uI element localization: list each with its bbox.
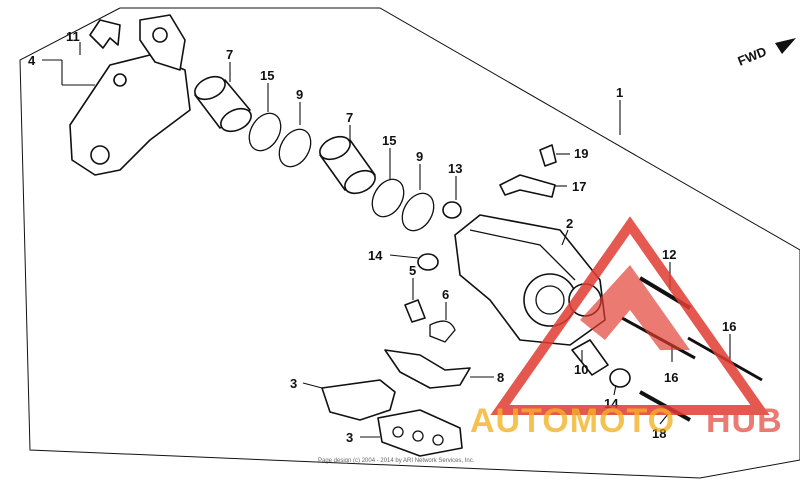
- callout-17: 17: [572, 179, 586, 194]
- callout-16a: 16: [722, 319, 736, 334]
- brake-pad-lower: [377, 409, 463, 457]
- hose-joint: [429, 320, 456, 343]
- sleeve-spacer: [571, 339, 609, 376]
- callout-6: 6: [442, 287, 449, 302]
- piston-upper: [194, 75, 252, 133]
- callout-13: 13: [448, 161, 462, 176]
- callout-3b: 3: [346, 430, 353, 445]
- callout-7b: 7: [346, 110, 353, 125]
- callouts: 1 2 3 3 4 5 6 7 7 8 9 9 10 11 12 13 14 1…: [28, 29, 736, 445]
- callout-10: 10: [574, 362, 588, 377]
- callout-16b: 16: [664, 370, 678, 385]
- callout-4: 4: [28, 53, 36, 68]
- watermark-brand-part2: HUB: [706, 402, 783, 440]
- pad-retainer-clip: [89, 19, 121, 49]
- dust-seal-upper: [248, 112, 282, 152]
- caliper-body: [454, 214, 606, 346]
- callout-18: 18: [652, 426, 666, 441]
- brake-pad-upper: [321, 379, 396, 421]
- callout-9b: 9: [416, 149, 423, 164]
- callout-5: 5: [409, 263, 416, 278]
- sleeve-boot: [609, 368, 631, 388]
- callout-2: 2: [566, 216, 573, 231]
- watermark: AUTOMOTO HUB: [470, 216, 783, 440]
- pad-spring-bolt: [539, 144, 557, 167]
- piston-seal-upper: [278, 128, 312, 168]
- watermark-brand-part1: AUTOMOTO: [470, 402, 675, 440]
- callout-12: 12: [662, 247, 676, 262]
- callout-15a: 15: [260, 68, 274, 83]
- forward-direction-indicator: FWD: [736, 38, 796, 69]
- forward-label: FWD: [736, 44, 769, 69]
- callout-1: 1: [616, 85, 623, 100]
- caliper-bracket: [69, 14, 191, 176]
- callout-14a: 14: [368, 248, 383, 263]
- watermark-triangle-icon: [490, 216, 770, 415]
- piston-seal-lower: [401, 192, 435, 232]
- callout-11: 11: [66, 29, 80, 44]
- callout-9a: 9: [296, 87, 303, 102]
- bleeder-screw: [404, 299, 426, 323]
- callout-3a: 3: [290, 376, 297, 391]
- pad-shim: [384, 349, 471, 389]
- piston-lower: [319, 135, 376, 195]
- callout-19: 19: [574, 146, 588, 161]
- copyright-note: Page design (c) 2004 - 2014 by ARI Netwo…: [318, 458, 475, 464]
- pin-boot-upper: [442, 201, 462, 219]
- pin-boot-lower: [417, 253, 439, 271]
- brake-pad-lower-holes: [392, 426, 444, 446]
- forward-arrow-icon: [775, 38, 796, 54]
- callout-15b: 15: [382, 133, 396, 148]
- callout-7a: 7: [226, 47, 233, 62]
- dust-seal-lower: [371, 178, 405, 218]
- watermark-inner-mark-icon: [580, 265, 690, 350]
- assembly-boundary: [19, 7, 800, 479]
- callout-8: 8: [497, 370, 504, 385]
- pad-spring: [499, 174, 556, 198]
